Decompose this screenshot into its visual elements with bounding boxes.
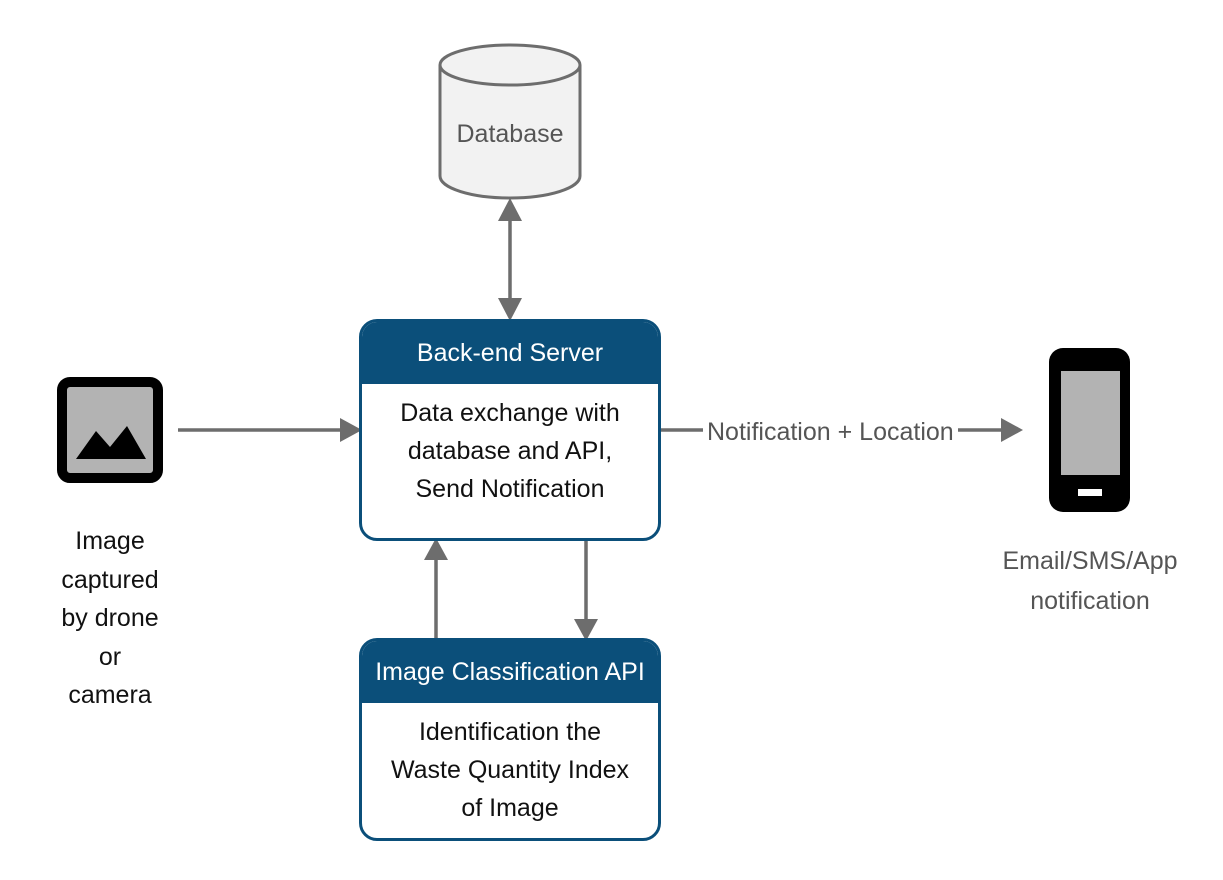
edge-server-to-api: [574, 540, 598, 641]
backend-server-description-line: database and API,: [407, 437, 613, 465]
backend-server-title: Back-end Server: [362, 322, 658, 384]
image-icon: [57, 377, 163, 483]
database-cylinder: [438, 43, 582, 200]
classification-api-description-line: Identification the: [418, 718, 602, 746]
edge-api-to-server: [424, 538, 448, 640]
edge-database-server: [498, 198, 522, 321]
notification-location-label: Notification + Location: [703, 417, 958, 447]
backend-server-description: Data exchange with database and API, Sen…: [362, 384, 658, 508]
classification-api-description: Identification the Waste Quantity Index …: [362, 703, 658, 827]
image-caption-line: captured: [61, 565, 159, 594]
classification-api-description-line: Waste Quantity Index: [390, 756, 630, 784]
database-label: Database: [456, 120, 564, 148]
phone-caption-line: Email/SMS/App: [1002, 547, 1178, 575]
smartphone-icon: [1049, 348, 1130, 512]
backend-server-description-line: Send Notification: [415, 475, 605, 503]
classification-api-title: Image Classification API: [362, 641, 658, 703]
edge-image-to-server: [178, 418, 362, 442]
classification-api-description-line: of Image: [461, 794, 559, 822]
image-source-caption: Image captured by drone or camera: [30, 522, 190, 715]
image-caption-line: or: [98, 642, 122, 671]
image-caption-line: by drone: [61, 604, 159, 632]
image-caption-line: camera: [68, 681, 152, 709]
backend-server-node: Back-end Server Data exchange with datab…: [359, 319, 661, 541]
backend-server-description-line: Data exchange with: [400, 399, 620, 427]
phone-caption-line: notification: [1030, 587, 1150, 615]
phone-caption: Email/SMS/App notification: [980, 541, 1200, 621]
classification-api-node: Image Classification API Identification …: [359, 638, 661, 841]
image-caption-line: Image: [75, 527, 145, 555]
